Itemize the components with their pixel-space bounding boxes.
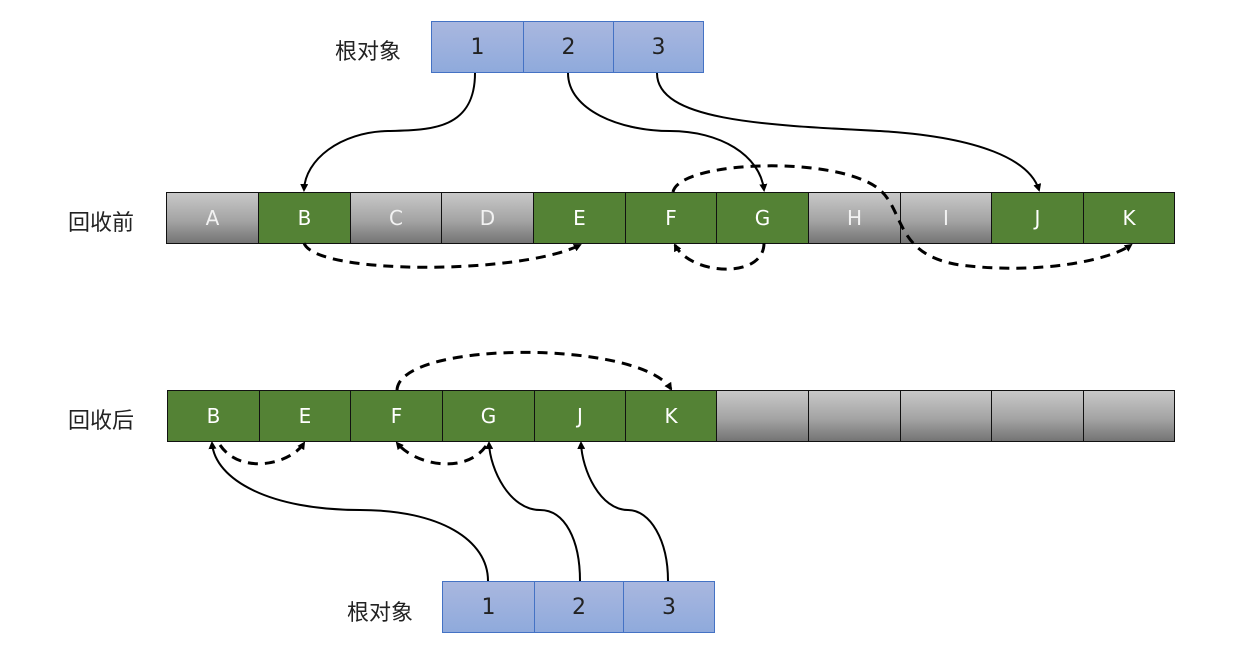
heap-cell-free bbox=[716, 390, 809, 442]
root-cell-1: 1 bbox=[431, 21, 524, 73]
root-ref-2-to-G-after bbox=[485, 441, 581, 582]
heap-cell-g: G bbox=[716, 192, 809, 244]
heap-cell-f: F bbox=[625, 192, 717, 244]
object-ref-B-to-E-after bbox=[218, 441, 306, 466]
heap-cell-e: E bbox=[259, 390, 351, 442]
heap-before-label: 回收前 bbox=[68, 211, 135, 236]
object-ref-F-to-K-after bbox=[395, 350, 673, 391]
heap-cell-j: J bbox=[991, 192, 1084, 244]
heap-cell-j: J bbox=[534, 390, 626, 442]
heap-cell-free bbox=[1083, 390, 1175, 442]
object-ref-G-to-F bbox=[673, 242, 766, 271]
root-ref-3-to-J-after bbox=[577, 441, 669, 582]
heap-cell-k: K bbox=[1083, 192, 1175, 244]
object-ref-F-to-K bbox=[671, 164, 1133, 270]
heap-cell-b: B bbox=[167, 390, 260, 442]
root-cell-3: 3 bbox=[623, 581, 715, 633]
heap-cell-free bbox=[808, 390, 901, 442]
root-ref-2-to-G bbox=[567, 72, 768, 192]
root-ref-1-to-B-after bbox=[208, 441, 489, 582]
root-set-bottom: 1 2 3 bbox=[442, 581, 715, 633]
root-ref-1-to-B bbox=[300, 72, 476, 192]
object-ref-G-to-F-after bbox=[395, 441, 488, 466]
object-ref-B-to-E bbox=[302, 242, 582, 269]
root-cell-1: 1 bbox=[442, 581, 535, 633]
heap-cell-i: I bbox=[900, 192, 992, 244]
roots-label-top: 根对象 bbox=[335, 40, 402, 65]
root-cell-2: 2 bbox=[534, 581, 624, 633]
heap-cell-c: C bbox=[350, 192, 442, 244]
heap-cell-free bbox=[900, 390, 992, 442]
heap-cell-a: A bbox=[166, 192, 259, 244]
root-ref-3-to-J bbox=[656, 72, 1042, 192]
heap-cell-free bbox=[991, 390, 1084, 442]
heap-cell-e: E bbox=[533, 192, 626, 244]
heap-cell-d: D bbox=[441, 192, 534, 244]
root-cell-3: 3 bbox=[613, 21, 704, 73]
heap-after-label: 回收后 bbox=[68, 409, 135, 434]
root-set-top: 1 2 3 bbox=[431, 21, 704, 73]
roots-label-bottom: 根对象 bbox=[347, 601, 414, 626]
